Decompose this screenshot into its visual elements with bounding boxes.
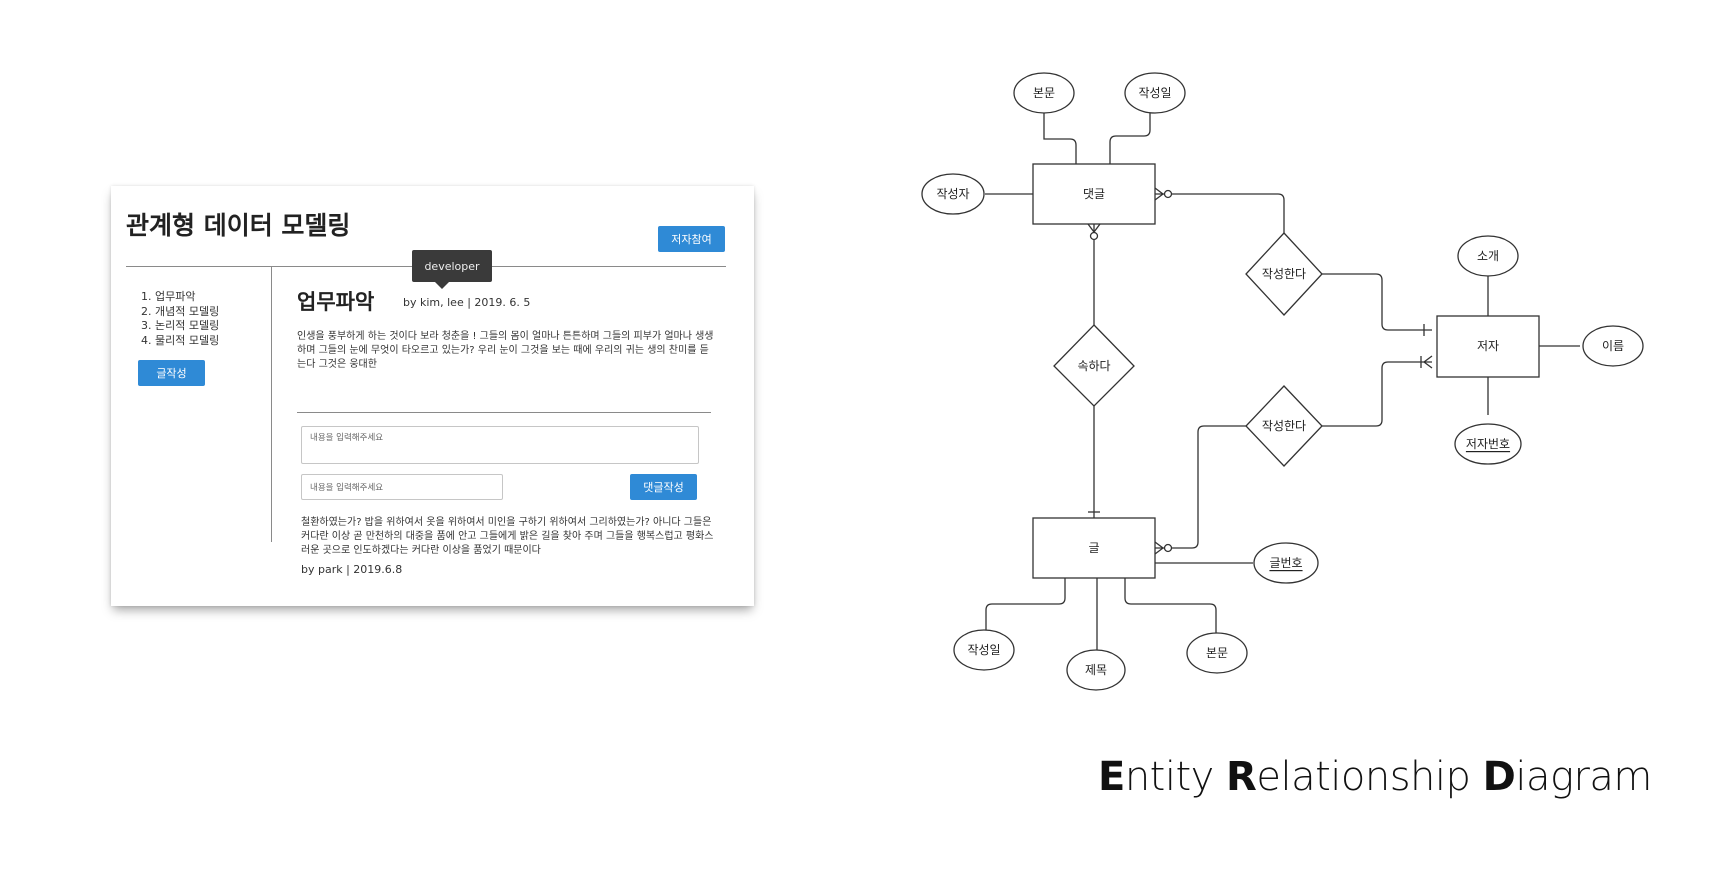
post-title: 업무파악 bbox=[297, 290, 375, 314]
website-mockup: 관계형 데이터 모델링 저자참여 1. 업무파악 2. 개념적 모델링 3. 논… bbox=[111, 186, 754, 606]
relationship-writes-post bbox=[1245, 385, 1323, 467]
label-attr-post-id: 글번호 bbox=[1269, 556, 1302, 570]
post-meta: by kim, lee | 2019. 6. 5 bbox=[403, 296, 531, 309]
comment-input[interactable]: 내용을 입력해주세요 bbox=[301, 474, 503, 500]
sidebar-divider bbox=[271, 266, 272, 542]
relationship-writes-comment bbox=[1245, 232, 1323, 316]
write-post-button[interactable]: 글작성 bbox=[138, 360, 205, 386]
label-attr-comment-writer: 작성자 bbox=[936, 187, 969, 201]
comment-textarea[interactable]: 내용을 입력해주세요 bbox=[301, 426, 699, 464]
attr-author-name bbox=[1582, 325, 1644, 367]
caption-d: D bbox=[1482, 754, 1516, 800]
attr-post-body bbox=[1186, 632, 1248, 674]
site-title: 관계형 데이터 모델링 bbox=[126, 211, 351, 240]
crowfoot-comment-right bbox=[1154, 187, 1165, 201]
caption-d-rest: iagram bbox=[1515, 754, 1652, 800]
caption-e-rest: ntity bbox=[1124, 754, 1227, 800]
label-attr-comment-date: 작성일 bbox=[1138, 86, 1171, 100]
edge-post-writes bbox=[1155, 425, 1246, 549]
crowfoot-post-right bbox=[1154, 541, 1165, 555]
edge-post-date bbox=[985, 578, 1066, 631]
submit-comment-button[interactable]: 댓글작성 bbox=[630, 474, 697, 500]
edge-writes-author-top bbox=[1322, 273, 1432, 331]
label-entity-post: 글 bbox=[1088, 541, 1099, 555]
edge-comment-writes bbox=[1155, 193, 1285, 233]
attr-post-date bbox=[953, 629, 1015, 671]
label-rel-belongs: 속하다 bbox=[1077, 359, 1110, 373]
nav-item-1[interactable]: 1. 업무파악 bbox=[141, 290, 196, 303]
comment-meta: by park | 2019.6.8 bbox=[301, 563, 403, 576]
attr-post-id bbox=[1253, 542, 1319, 584]
attr-comment-writer bbox=[921, 173, 985, 215]
label-entity-author: 저자 bbox=[1477, 339, 1499, 353]
label-rel-writes-post: 작성한다 bbox=[1262, 419, 1306, 433]
label-attr-author-name: 이름 bbox=[1602, 339, 1624, 353]
erd-caption: Entity Relationship Diagram bbox=[1098, 754, 1652, 800]
label-rel-writes-comment: 작성한다 bbox=[1262, 267, 1306, 281]
entity-comment bbox=[1032, 163, 1156, 225]
tooltip-arrow bbox=[435, 282, 449, 289]
content-divider bbox=[297, 412, 711, 413]
caption-r: R bbox=[1226, 754, 1257, 800]
attr-author-intro bbox=[1457, 235, 1519, 277]
edge-post-body bbox=[1124, 578, 1217, 634]
nav-item-2[interactable]: 2. 개념적 모델링 bbox=[141, 304, 220, 318]
crowfoot-comment-bottom-circle bbox=[1089, 231, 1099, 241]
nav-item-4[interactable]: 4. 물리적 모델링 bbox=[141, 333, 220, 347]
attr-post-title bbox=[1066, 649, 1126, 691]
label-attr-post-body: 본문 bbox=[1206, 646, 1228, 660]
entity-post bbox=[1032, 517, 1156, 579]
label-attr-post-title: 제목 bbox=[1085, 663, 1107, 677]
relationship-belongs bbox=[1053, 324, 1135, 407]
post-body: 인생을 풍부하게 하는 것이다 보라 청춘을 ! 그들의 몸이 얼마나 튼튼하며… bbox=[297, 331, 714, 370]
attr-comment-body bbox=[1013, 72, 1075, 114]
label-attr-author-id: 저자번호 bbox=[1466, 437, 1510, 451]
edge-comment-body bbox=[1043, 112, 1077, 164]
label-entity-comment: 댓글 bbox=[1083, 187, 1105, 201]
nav-item-3[interactable]: 3. 논리적 모델링 bbox=[141, 319, 220, 332]
sidebar-nav: 1. 업무파악 2. 개념적 모델링 3. 논리적 모델링 4. 물리적 모델링 bbox=[141, 290, 219, 348]
label-attr-post-date: 작성일 bbox=[967, 643, 1000, 657]
comment-body: 철환하였는가? 밥을 위하여서 옷을 위하여서 미인을 구하기 위하여서 그리하… bbox=[301, 517, 714, 556]
developer-tooltip: developer bbox=[412, 250, 492, 282]
crowfoot-author-bottom bbox=[1422, 355, 1433, 369]
author-join-button[interactable]: 저자참여 bbox=[658, 226, 725, 252]
attr-author-id bbox=[1454, 423, 1522, 465]
attr-comment-date bbox=[1124, 72, 1186, 114]
caption-r-rest: elationship bbox=[1256, 754, 1483, 800]
edge-comment-date bbox=[1109, 111, 1151, 164]
caption-e: E bbox=[1098, 754, 1125, 800]
crowfoot-comment-right-circle bbox=[1163, 189, 1173, 199]
entity-author bbox=[1436, 315, 1540, 378]
crowfoot-post-right-circle bbox=[1163, 543, 1173, 553]
label-attr-comment-body: 본문 bbox=[1033, 86, 1055, 100]
edge-writes-author-bottom bbox=[1322, 361, 1432, 427]
label-attr-author-intro: 소개 bbox=[1477, 249, 1499, 263]
